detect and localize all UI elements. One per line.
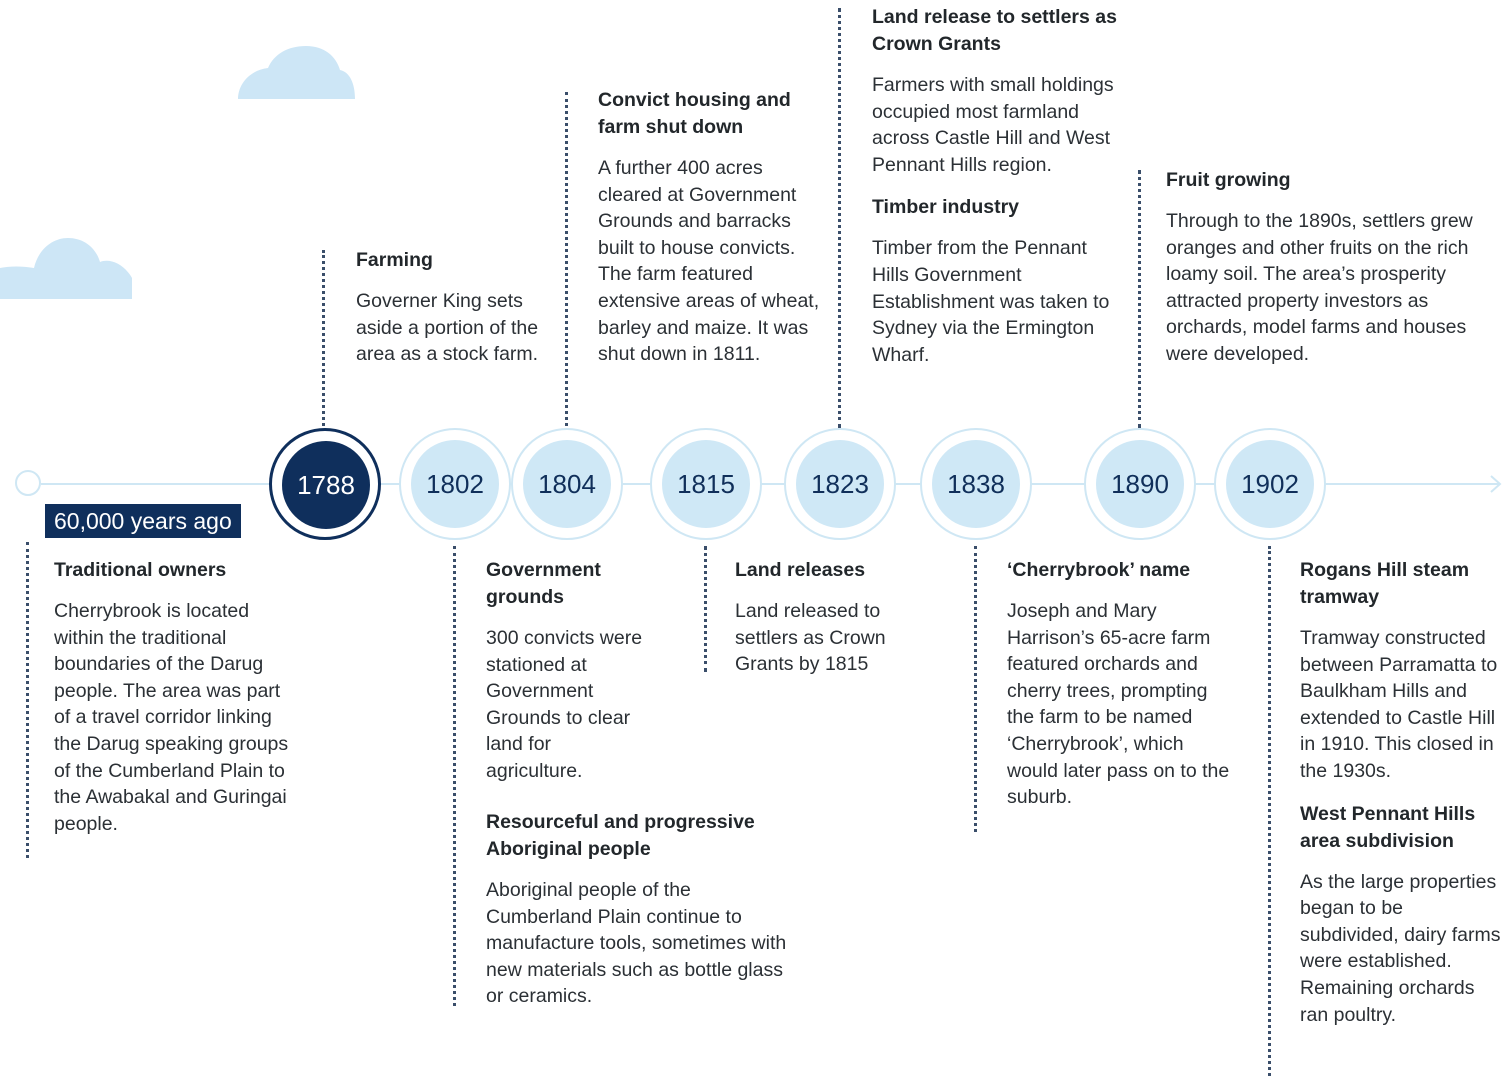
year-node-1823: 1823	[784, 428, 896, 540]
event-farming: Farming Governer King sets aside a porti…	[356, 247, 546, 384]
event-title: ‘Cherrybrook’ name	[1007, 559, 1191, 581]
event-cherrybrook-name: ‘Cherrybrook’ name Joseph and Mary Harri…	[1007, 557, 1232, 827]
event-crown-grants: Land release to settlers as Crown Grants…	[872, 4, 1122, 384]
event-body: Timber from the Pennant Hills Government…	[872, 237, 1110, 366]
year-label: 1902	[1226, 440, 1314, 528]
event-body: Land released to settlers as Crown Grant…	[735, 600, 886, 676]
event-title: Traditional owners	[54, 559, 227, 581]
connector-1815	[704, 546, 707, 672]
event-body: Farmers with small holdings occupied mos…	[872, 74, 1114, 176]
year-label: 1815	[662, 440, 750, 528]
connector-1802	[453, 546, 456, 1006]
connector-1838	[974, 546, 977, 832]
year-label: 1890	[1096, 440, 1184, 528]
connector-traditional	[26, 542, 29, 858]
connector-1788	[322, 250, 325, 426]
axis-arrow-icon	[1490, 475, 1502, 493]
event-fruit-growing: Fruit growing Through to the 1890s, sett…	[1166, 167, 1486, 384]
event-body: As the large properties began to be subd…	[1300, 870, 1501, 1026]
start-label: 60,000 years ago	[45, 504, 241, 538]
year-node-1802: 1802	[399, 428, 511, 540]
event-traditional-owners: Traditional owners Cherrybrook is locate…	[54, 557, 294, 853]
year-label: 1802	[411, 440, 499, 528]
event-aboriginal-people: Resourceful and progressive Aboriginal p…	[486, 809, 791, 1026]
event-body: Governer King sets aside a portion of th…	[356, 290, 539, 366]
year-node-1804: 1804	[511, 428, 623, 540]
year-node-1902: 1902	[1214, 428, 1326, 540]
connector-1890	[1138, 170, 1141, 428]
year-label: 1788	[282, 441, 370, 529]
event-title: Government grounds	[486, 559, 601, 608]
year-node-1788: 1788	[269, 428, 381, 540]
event-title: Fruit growing	[1166, 169, 1291, 191]
event-title: Rogans Hill steam tramway	[1300, 559, 1470, 608]
cloud-top	[238, 46, 355, 99]
event-title: Farming	[356, 249, 433, 271]
year-node-1890: 1890	[1084, 428, 1196, 540]
timeline-start-marker	[15, 470, 41, 496]
event-land-releases: Land releases Land released to settlers …	[735, 557, 920, 694]
connector-1823	[838, 8, 841, 428]
event-body: 300 convicts were stationed at Governmen…	[486, 627, 643, 782]
event-government-grounds: Government grounds 300 convicts were sta…	[486, 557, 646, 801]
year-label: 1838	[932, 440, 1020, 528]
event-title: West Pennant Hills area subdivision	[1300, 802, 1476, 852]
event-title: Convict housing and farm shut down	[598, 89, 791, 138]
year-node-1838: 1838	[920, 428, 1032, 540]
year-label: 1823	[796, 440, 884, 528]
connector-1804	[565, 92, 568, 426]
event-body: A further 400 acres cleared at Governmen…	[598, 157, 820, 366]
event-convict-housing: Convict housing and farm shut down A fur…	[598, 87, 830, 384]
event-title: Resourceful and progressive Aboriginal p…	[486, 811, 755, 860]
event-tramway: Rogans Hill steam tramway Tramway constr…	[1300, 557, 1505, 1044]
year-label: 1804	[523, 440, 611, 528]
event-body: Aboriginal people of the Cumberland Plai…	[486, 879, 787, 1008]
year-node-1815: 1815	[650, 428, 762, 540]
cloud-left	[0, 238, 132, 299]
event-body: Cherrybrook is located within the tradit…	[54, 600, 289, 835]
connector-1902	[1268, 546, 1271, 1076]
event-body: Tramway constructed between Parramatta t…	[1300, 627, 1498, 782]
event-title: Timber industry	[872, 196, 1020, 219]
event-title: Land release to settlers as Crown Grants	[872, 6, 1117, 55]
event-body: Through to the 1890s, settlers grew oran…	[1166, 210, 1473, 365]
event-body: Joseph and Mary Harrison’s 65-acre farm …	[1007, 600, 1230, 809]
event-title: Land releases	[735, 559, 866, 581]
